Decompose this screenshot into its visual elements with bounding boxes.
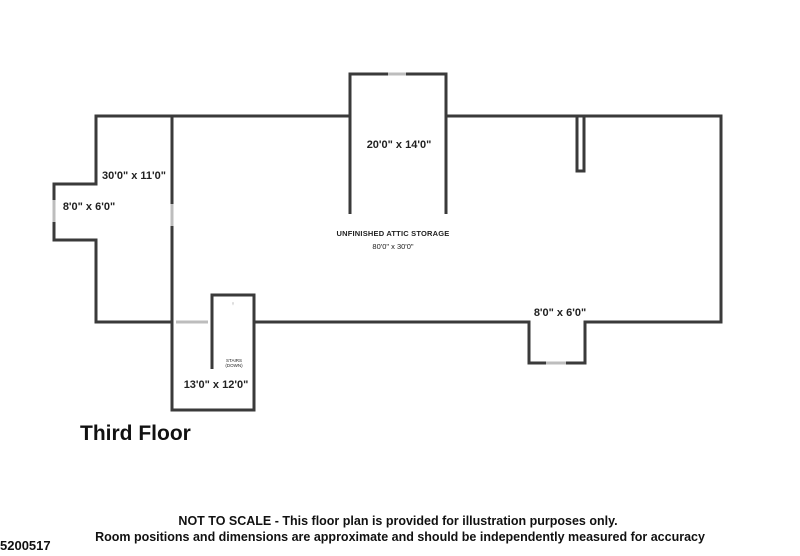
left-alcove-dims: 8'0" x 6'0" bbox=[63, 201, 115, 213]
listing-number: 5200517 bbox=[0, 538, 51, 553]
stairs-label: STAIRS bbox=[226, 358, 242, 363]
stairs-label-down: (DOWN) bbox=[225, 363, 243, 368]
stair-room-dims: 13'0" x 12'0" bbox=[184, 379, 249, 391]
exterior-wall bbox=[52, 72, 723, 412]
floor-title: Third Floor bbox=[80, 422, 191, 445]
main-room-name: UNFINISHED ATTIC STORAGE bbox=[337, 229, 450, 238]
main-room-dims: 80'0" x 30'0" bbox=[372, 242, 413, 251]
disclaimer-line-2: Room positions and dimensions are approx… bbox=[95, 530, 705, 544]
dormer-dims: 20'0" x 14'0" bbox=[367, 139, 432, 151]
stair-wall bbox=[210, 293, 256, 322]
chimney bbox=[575, 114, 586, 173]
left-room-dims: 30'0" x 11'0" bbox=[102, 170, 166, 182]
disclaimer-line-1: NOT TO SCALE - This floor plan is provid… bbox=[178, 514, 618, 528]
stair-arrow-icon: ↑ bbox=[232, 301, 234, 306]
bottom-alcove-dims: 8'0" x 6'0" bbox=[534, 307, 586, 319]
